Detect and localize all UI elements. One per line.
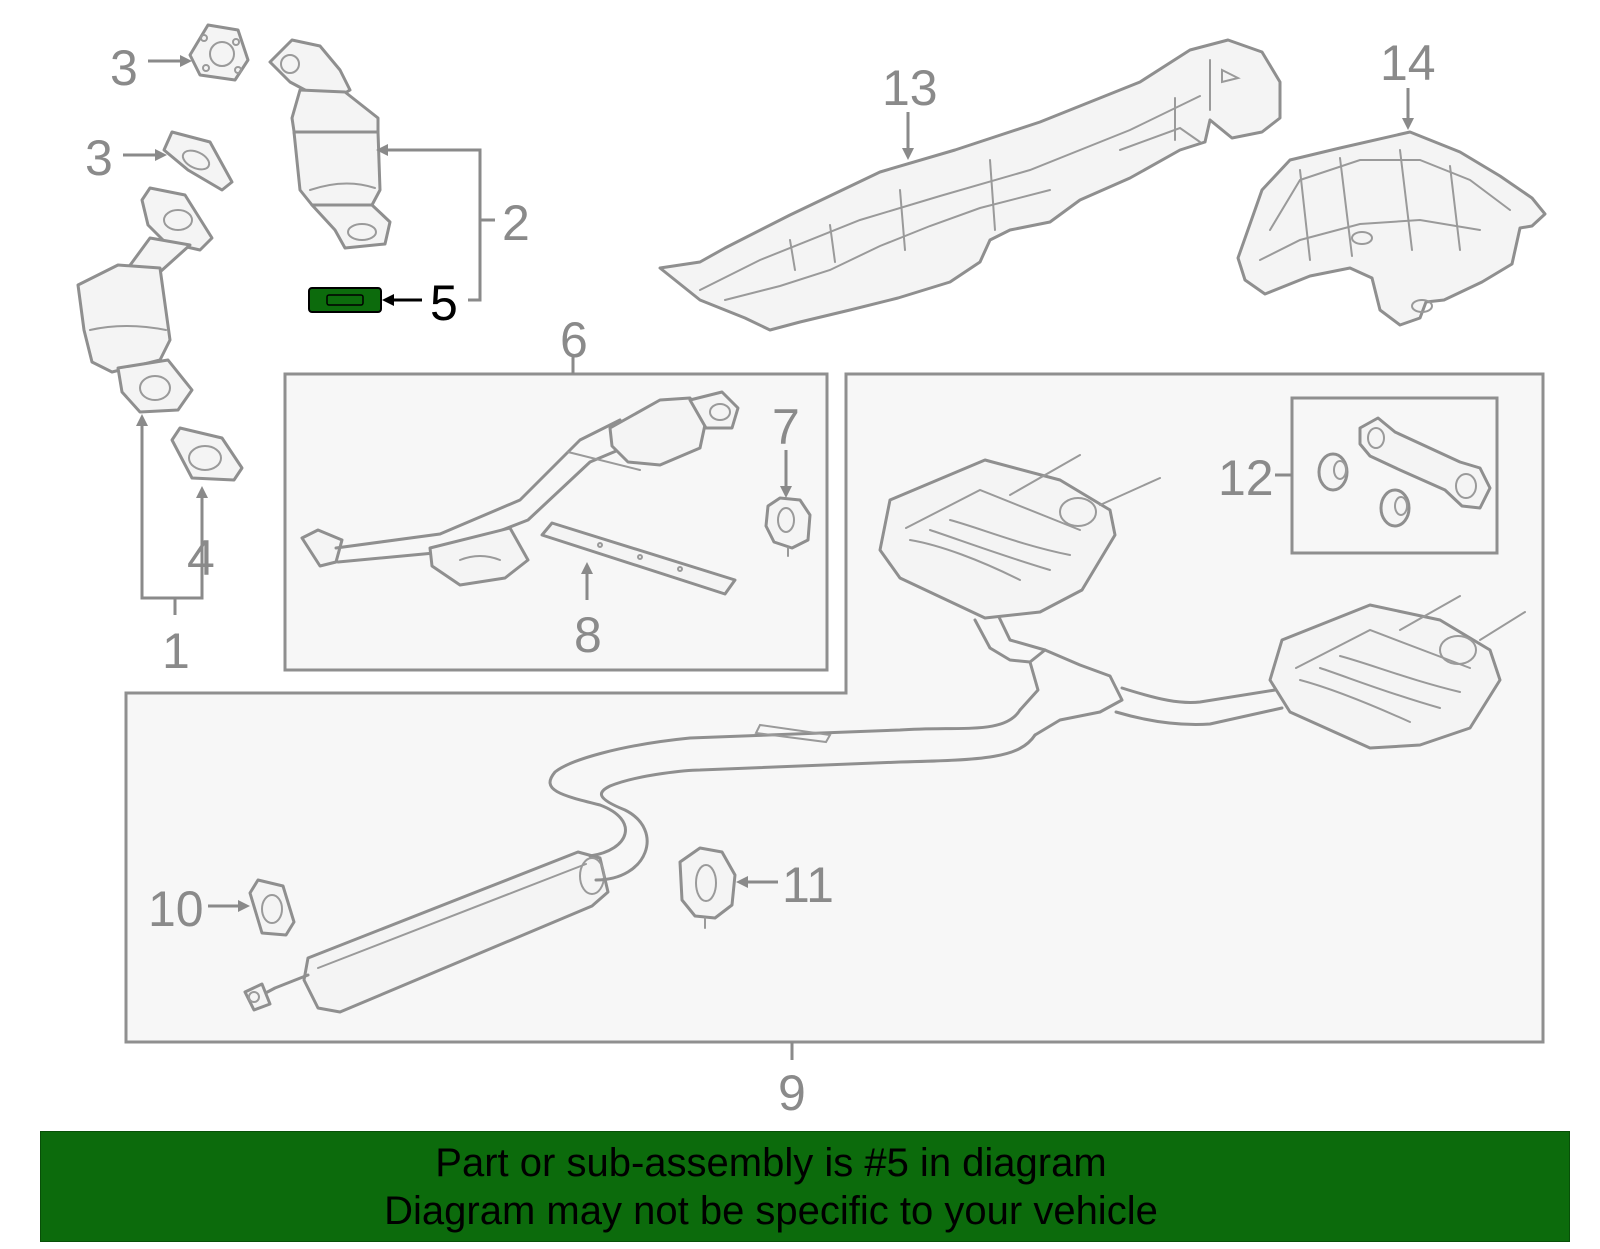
part-10-gasket [248,878,296,937]
part-2-catalytic-converter [268,38,392,250]
callout-11: 11 [782,857,834,913]
callout-9: 9 [778,1065,806,1121]
callout-2: 2 [502,195,530,251]
callout-3-upper: 3 [110,40,138,96]
callout-4: 4 [187,530,215,586]
part-7-hanger [764,496,812,557]
part-3-gasket-lower [162,130,234,192]
part-5-gasket-highlighted [308,287,382,313]
part-4-gasket [170,426,244,482]
callout-8: 8 [574,607,602,663]
info-banner: Part or sub-assembly is #5 in diagram Di… [40,1131,1570,1242]
part-13-heat-shield [658,38,1282,332]
callout-10: 10 [148,881,204,937]
callout-13: 13 [882,60,938,116]
leader-lines [123,55,1414,1060]
callout-14: 14 [1380,35,1436,91]
banner-line-2: Diagram may not be specific to your vehi… [384,1189,1158,1233]
box-front-pipe-assembly [283,372,829,672]
callout-1: 1 [162,623,190,679]
callout-12: 12 [1218,450,1274,506]
callout-7: 7 [772,399,800,455]
part-14-heat-shield-rear [1236,130,1547,327]
callout-5: 5 [430,275,458,331]
part-8-bracket [540,521,737,596]
part-12-hanger-kit [1317,416,1492,528]
part-9-exhaust-assembly [243,454,1526,1014]
part-1-catalytic-converter [76,186,214,414]
banner-line-1: Part or sub-assembly is #5 in diagram [435,1141,1107,1185]
part-11-hanger [678,846,737,929]
part-3-gasket-upper [188,23,250,82]
callout-6: 6 [560,312,588,368]
part-6-front-pipe [300,390,740,587]
callout-3-lower: 3 [85,130,113,186]
box-exhaust-rear-assembly [124,372,1545,1044]
